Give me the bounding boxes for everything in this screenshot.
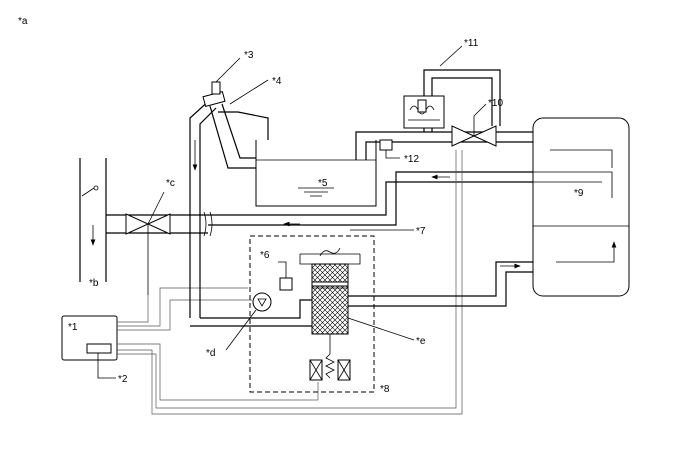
fuel-tank bbox=[255, 140, 377, 207]
wire-ecm-solenoid bbox=[117, 343, 319, 401]
canister-pump-rotor bbox=[311, 285, 349, 335]
label-d: *d bbox=[206, 348, 215, 359]
fuel-level-icon bbox=[298, 187, 334, 197]
label-5: *5 bbox=[318, 178, 328, 189]
label-6: *6 bbox=[260, 250, 270, 261]
filter-icon bbox=[319, 247, 341, 257]
cap-handle bbox=[211, 81, 221, 95]
filler-neck-a bbox=[209, 105, 258, 169]
label-7: *7 bbox=[416, 226, 426, 237]
canister-closed-valve[interactable] bbox=[451, 103, 497, 147]
flow-arrow-canister bbox=[556, 241, 617, 263]
ecm-chip bbox=[86, 343, 112, 354]
pump-outlet-bottom bbox=[348, 271, 533, 307]
charcoal-canister bbox=[532, 117, 630, 297]
wire-ecm-pump-b bbox=[117, 299, 252, 331]
label-10: *10 bbox=[488, 98, 503, 109]
label-8: *8 bbox=[380, 384, 390, 395]
filler-pipe-outer bbox=[189, 97, 213, 318]
leak-loop-inner bbox=[431, 77, 493, 126]
vent-line-bottom bbox=[365, 141, 533, 160]
label-c: *c bbox=[166, 178, 175, 189]
breather-pipe bbox=[218, 111, 269, 158]
wire-ecm-vsv bbox=[117, 295, 149, 323]
figure-label: *a bbox=[18, 16, 28, 27]
leak-detection-pump-assembly bbox=[249, 235, 375, 393]
label-11: *11 bbox=[464, 38, 479, 49]
purge-to-canister-top bbox=[208, 181, 533, 216]
label-3: *3 bbox=[244, 50, 254, 61]
filler-pipe-inner bbox=[199, 107, 217, 318]
label-b: *b bbox=[89, 278, 99, 289]
pump-outlet-top bbox=[348, 261, 533, 297]
label-9: *9 bbox=[574, 188, 584, 199]
pump-motor[interactable] bbox=[252, 292, 272, 312]
leak-check-valve[interactable] bbox=[403, 95, 445, 129]
wire-ecm-sensor bbox=[117, 150, 463, 415]
throttle-valve-icon bbox=[93, 185, 99, 191]
spring-icon bbox=[325, 353, 335, 379]
pump-triangle-icon bbox=[257, 298, 267, 307]
filler-neck-b bbox=[221, 103, 258, 159]
label-2: *2 bbox=[118, 374, 128, 385]
label-4: *4 bbox=[272, 76, 282, 87]
purge-vsv[interactable] bbox=[125, 191, 171, 295]
label-1: *1 bbox=[68, 322, 78, 333]
intake-manifold bbox=[79, 158, 107, 282]
label-e: *e bbox=[416, 336, 426, 347]
purge-to-canister-bottom bbox=[208, 171, 533, 226]
leak-loop-outer bbox=[423, 69, 501, 126]
pump-pressure-sensor[interactable] bbox=[279, 277, 293, 291]
wire-ecm-pump-a bbox=[117, 287, 248, 327]
pipe-break-icon bbox=[203, 211, 213, 237]
wire-ecm-sensor-b bbox=[117, 150, 457, 409]
pump-inlet-line bbox=[200, 299, 312, 319]
pressure-sensor[interactable] bbox=[379, 139, 393, 151]
label-12: *12 bbox=[404, 154, 419, 165]
